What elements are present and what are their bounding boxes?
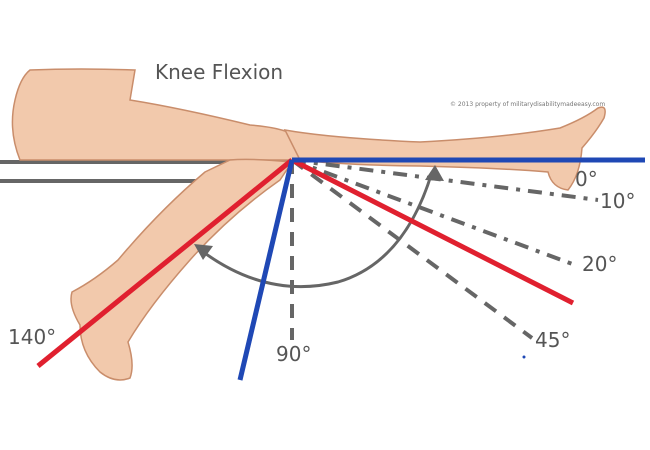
extended-leg xyxy=(11,68,606,191)
angle-label-0: 0° xyxy=(575,167,598,191)
diagram-title: Knee Flexion xyxy=(155,60,284,84)
red-ray-140 xyxy=(36,158,294,368)
dashed-ray-45 xyxy=(290,158,534,340)
angle-label-45: 45° xyxy=(535,328,571,352)
extended-shin-and-foot xyxy=(283,106,606,191)
red-ray-thigh xyxy=(290,157,575,306)
angle-label-20: 20° xyxy=(582,252,618,276)
dashed-ray-20 xyxy=(291,158,576,267)
flexed-shin-and-foot xyxy=(70,158,294,381)
angle-rays xyxy=(36,157,645,381)
stray-dot xyxy=(522,355,526,359)
angle-label-140: 140° xyxy=(8,325,57,349)
arrow-head-left xyxy=(194,244,213,260)
angle-label-90: 90° xyxy=(276,342,312,366)
copyright-notice: © 2013 property of militarydisabilitymad… xyxy=(450,101,606,108)
angle-label-10: 10° xyxy=(600,189,636,213)
blue-ray-shin xyxy=(237,159,295,381)
hip-and-thigh xyxy=(11,68,301,161)
